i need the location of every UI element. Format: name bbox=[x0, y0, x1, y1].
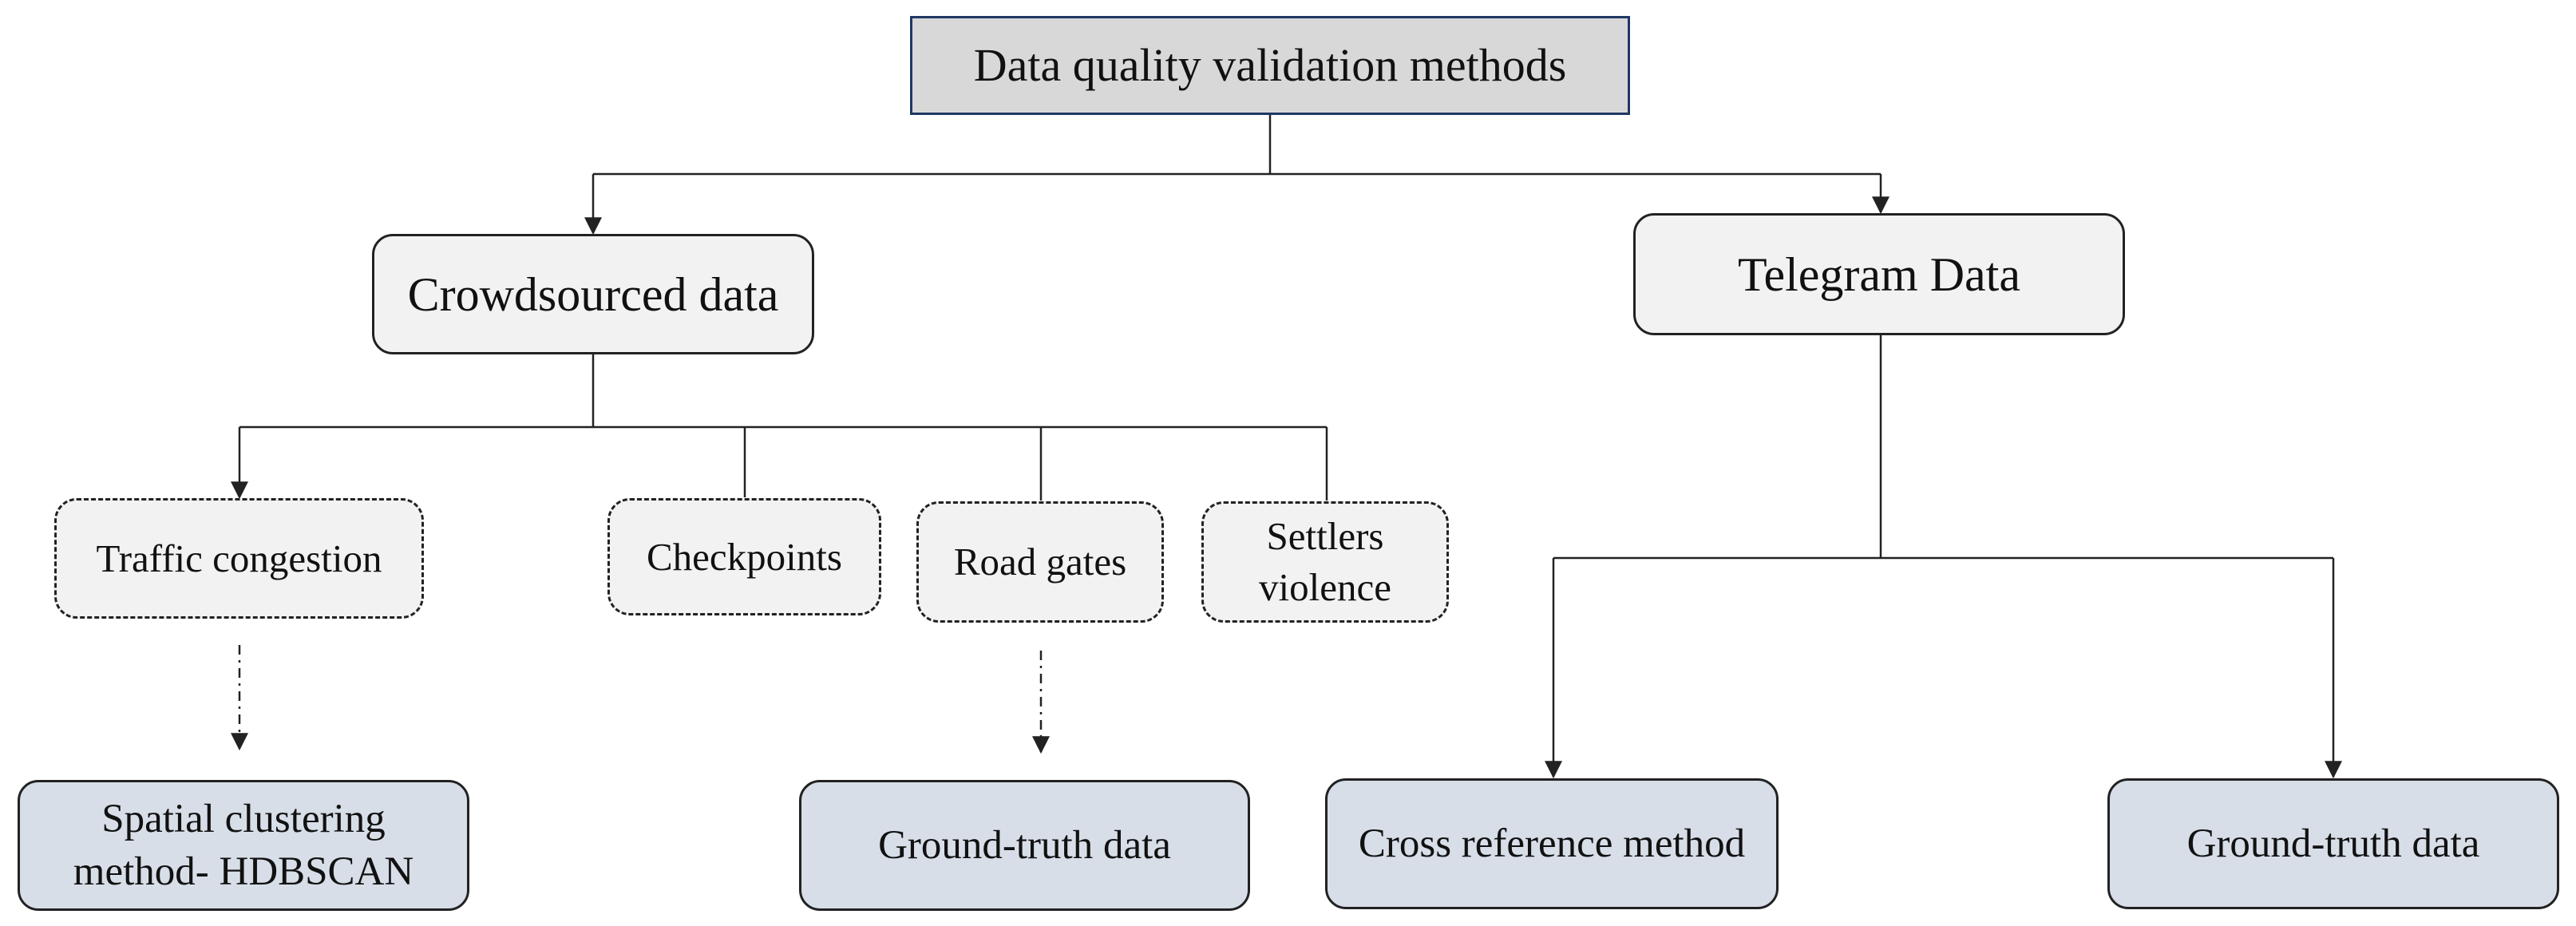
cross-reference-method-node: Cross reference method bbox=[1325, 778, 1779, 909]
checkpoints-node: Checkpoints bbox=[607, 498, 881, 615]
settlers-violence-label: Settlers violence bbox=[1259, 514, 1391, 609]
root-node: Data quality validation methods bbox=[910, 16, 1630, 115]
road-gates-label: Road gates bbox=[953, 540, 1127, 584]
root-node-label: Data quality validation methods bbox=[973, 39, 1567, 92]
telegram-data-node: Telegram Data bbox=[1633, 213, 2125, 335]
cross-reference-method-label: Cross reference method bbox=[1358, 821, 1746, 866]
crowdsourced-ground-truth-node: Ground-truth data bbox=[799, 780, 1250, 911]
hdbscan-method-label: Spatial clustering method- HDBSCAN bbox=[73, 796, 414, 894]
telegram-ground-truth-node: Ground-truth data bbox=[2107, 778, 2559, 909]
settlers-violence-node: Settlers violence bbox=[1201, 501, 1449, 623]
crowdsourced-data-node: Crowdsourced data bbox=[372, 234, 814, 354]
traffic-congestion-node: Traffic congestion bbox=[54, 498, 424, 619]
crowdsourced-data-label: Crowdsourced data bbox=[407, 267, 779, 321]
checkpoints-label: Checkpoints bbox=[647, 534, 842, 579]
hdbscan-method-node: Spatial clustering method- HDBSCAN bbox=[18, 780, 469, 911]
telegram-data-label: Telegram Data bbox=[1738, 247, 2020, 301]
traffic-congestion-label: Traffic congestion bbox=[96, 536, 382, 580]
telegram-ground-truth-label: Ground-truth data bbox=[2186, 821, 2480, 866]
crowdsourced-ground-truth-label: Ground-truth data bbox=[878, 822, 1171, 868]
road-gates-node: Road gates bbox=[916, 501, 1164, 623]
